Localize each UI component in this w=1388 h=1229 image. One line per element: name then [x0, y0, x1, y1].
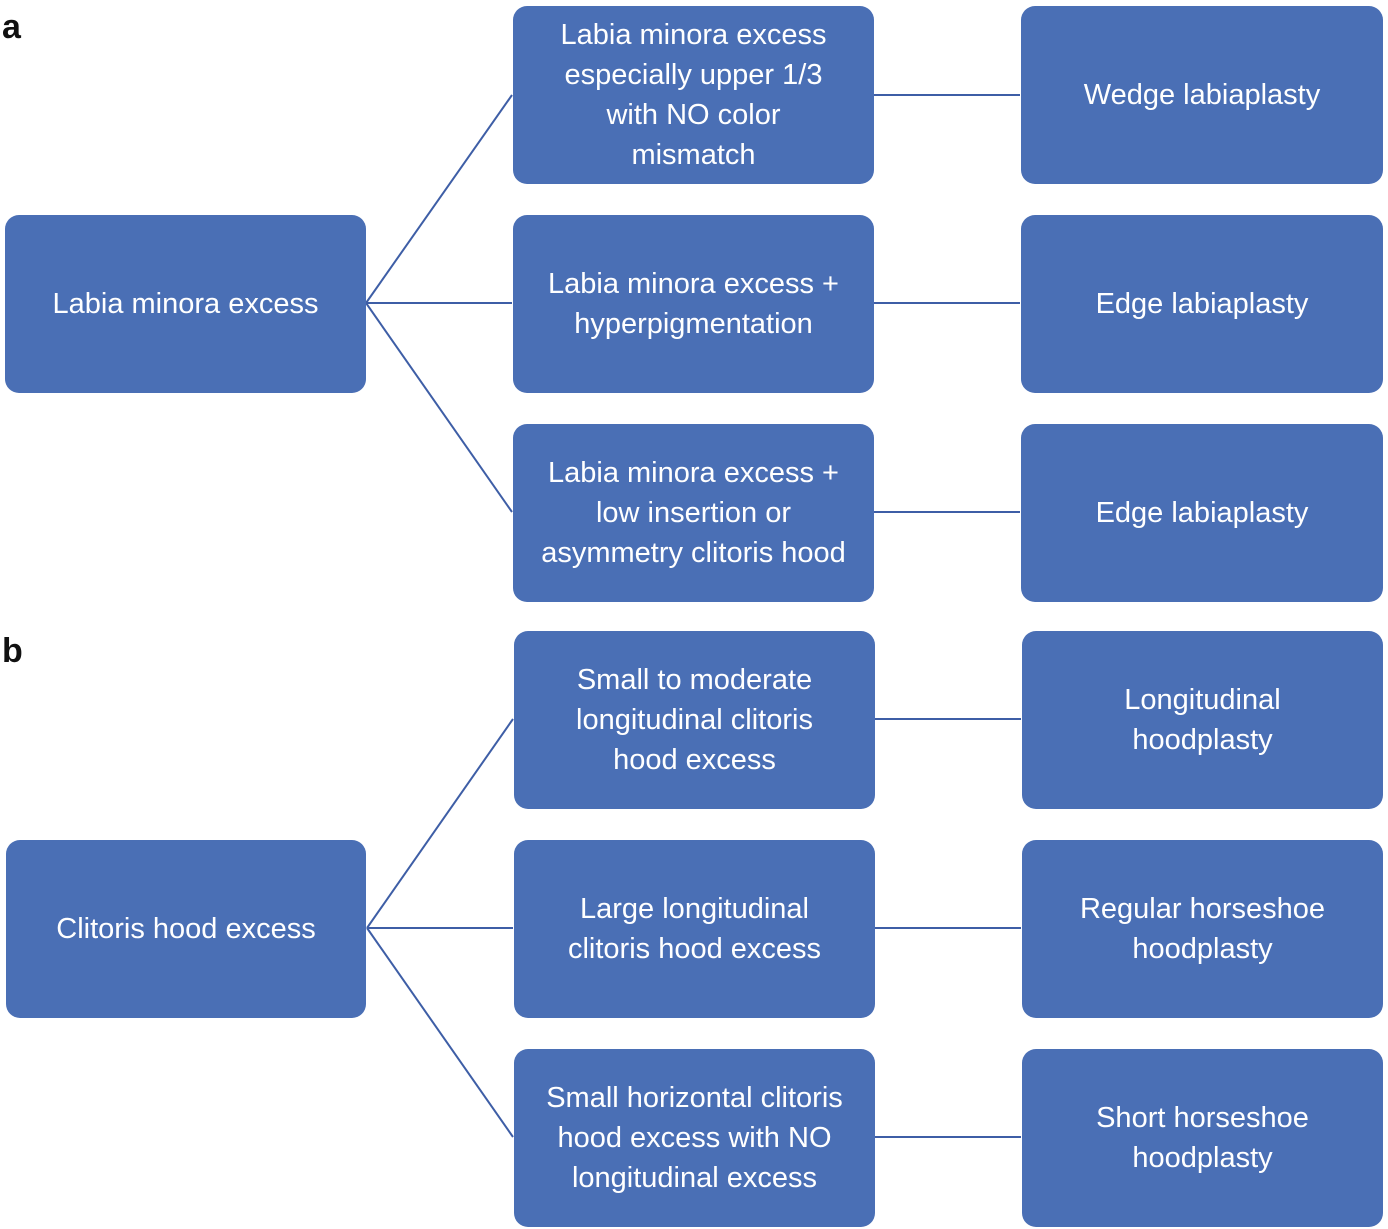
procedure-text: Short horseshoe hoodplasty	[1096, 1102, 1309, 1174]
connector-a-root-3	[365, 302, 513, 513]
condition-text: Labia minora excess + low insertion or a…	[541, 457, 846, 569]
root-box-a: Labia minora excess	[5, 215, 366, 393]
procedure-box-a-2: Edge labiaplasty	[1021, 215, 1383, 393]
root-box-b: Clitoris hood excess	[6, 840, 366, 1018]
panel-label-a: a	[2, 8, 21, 46]
condition-box-a-1: Labia minora excess especially upper 1/3…	[513, 6, 874, 184]
condition-text: Small horizontal clitoris hood excess wi…	[546, 1082, 843, 1194]
condition-box-a-2: Labia minora excess + hyperpigmentation	[513, 215, 874, 393]
condition-text: Labia minora excess especially upper 1/3…	[560, 19, 827, 171]
connector-a-root-1	[365, 94, 513, 304]
procedure-box-a-1: Wedge labiaplasty	[1021, 6, 1383, 184]
connector-b-root-1	[366, 718, 514, 929]
connector-b-root-3	[366, 927, 514, 1138]
condition-box-b-3: Small horizontal clitoris hood excess wi…	[514, 1049, 875, 1227]
condition-text: Labia minora excess + hyperpigmentation	[548, 268, 839, 340]
procedure-text: Edge labiaplasty	[1095, 288, 1309, 320]
root-text: Labia minora excess	[52, 288, 319, 320]
procedure-text: Wedge labiaplasty	[1083, 79, 1321, 111]
condition-box-b-2: Large longitudinal clitoris hood excess	[514, 840, 875, 1018]
procedure-text: Edge labiaplasty	[1095, 497, 1309, 529]
condition-text: Small to moderate longitudinal clitoris …	[576, 664, 813, 776]
procedure-box-b-2: Regular horseshoe hoodplasty	[1022, 840, 1383, 1018]
condition-box-b-1: Small to moderate longitudinal clitoris …	[514, 631, 875, 809]
procedure-box-a-3: Edge labiaplasty	[1021, 424, 1383, 602]
procedure-text: Regular horseshoe hoodplasty	[1079, 893, 1326, 965]
procedure-box-b-3: Short horseshoe hoodplasty	[1022, 1049, 1383, 1227]
panel-label-b: b	[2, 632, 23, 670]
root-text: Clitoris hood excess	[56, 913, 316, 945]
procedure-box-b-1: Longitudinal hoodplasty	[1022, 631, 1383, 809]
condition-text: Large longitudinal clitoris hood excess	[567, 893, 822, 965]
condition-box-a-3: Labia minora excess + low insertion or a…	[513, 424, 874, 602]
procedure-text: Longitudinal hoodplasty	[1124, 684, 1281, 756]
